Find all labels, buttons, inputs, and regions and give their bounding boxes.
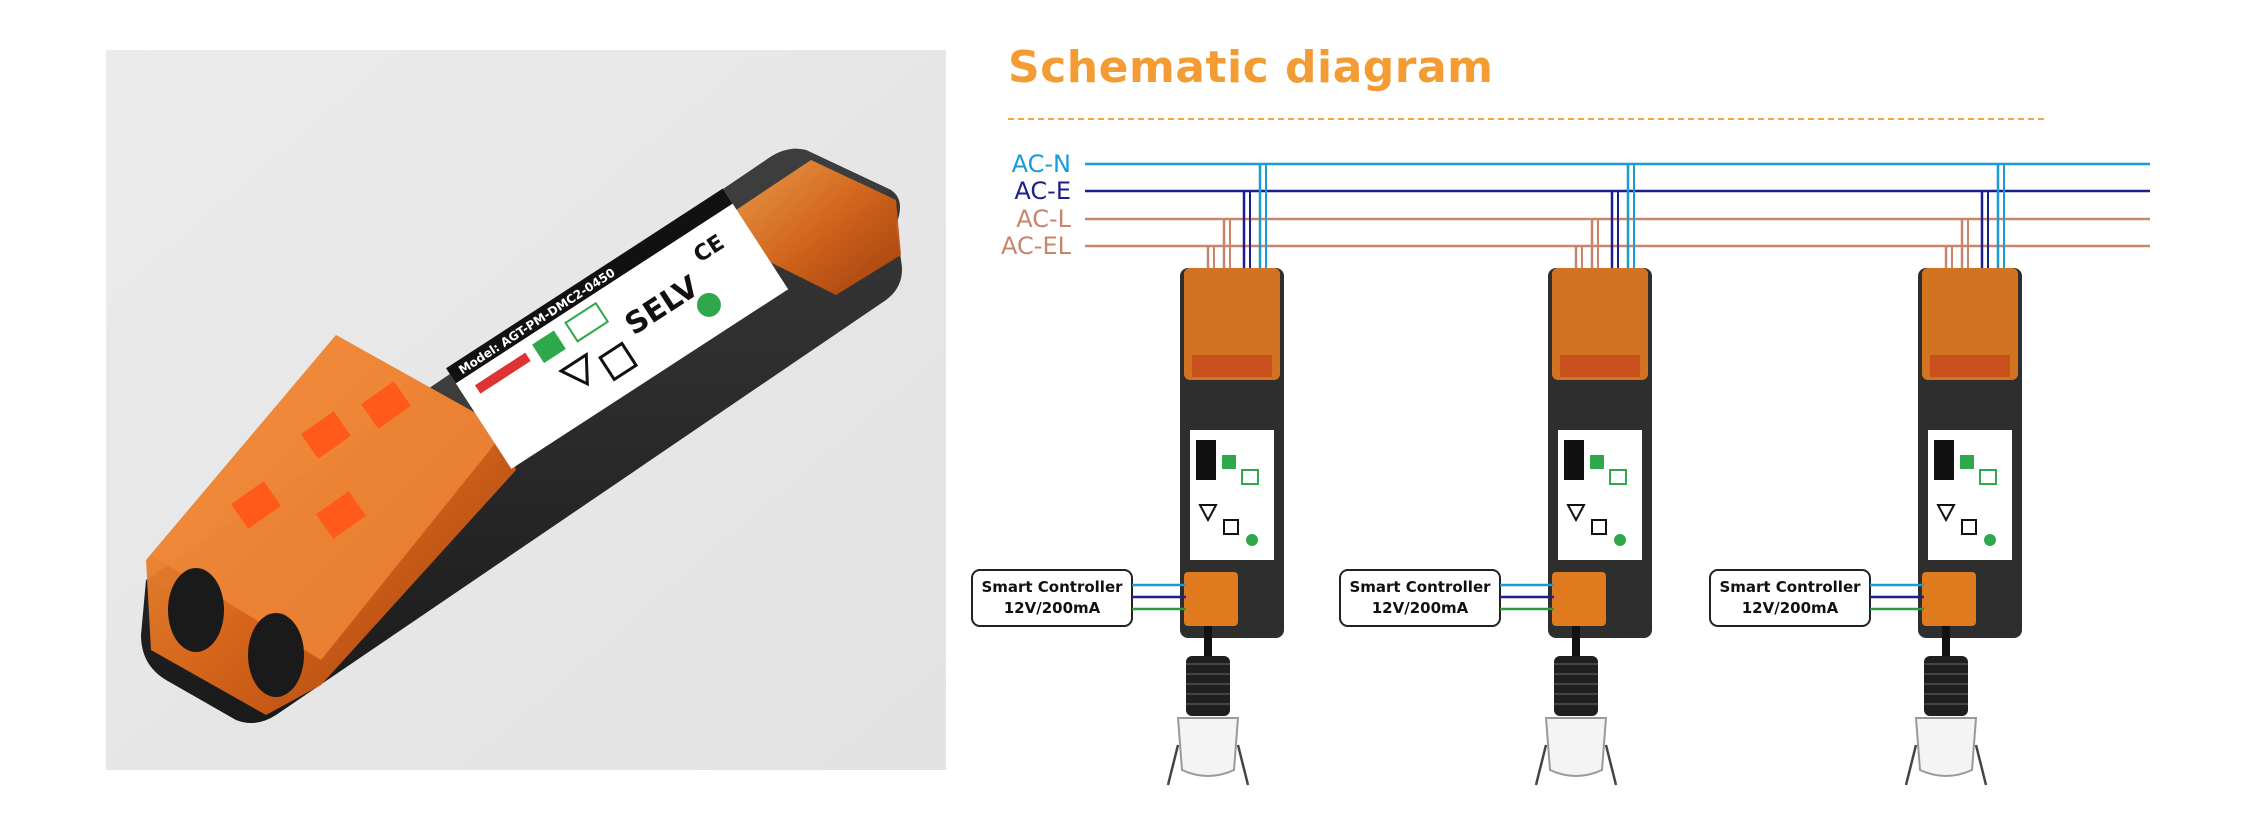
- terminal-lever-3: [316, 491, 366, 539]
- label-triangle-icon: [558, 352, 589, 387]
- label-badge-outline: [564, 301, 610, 343]
- downlight-heatsink-2: [1554, 656, 1598, 716]
- downlight-heatsink-3: [1924, 656, 1968, 716]
- smart-controller-name-1: Smart Controller: [981, 578, 1123, 596]
- driver-label-badge-2: [1590, 455, 1604, 469]
- driver-label-class-icon-2: [1591, 519, 1607, 535]
- driver-label-badge-outline-2: [1609, 469, 1627, 485]
- driver-label-leaf-icon-1: [1246, 534, 1258, 546]
- driver-output-terminal-1: [1184, 572, 1238, 626]
- driver-label-barcode-3: [1934, 440, 1954, 480]
- driver-output-terminal-3: [1922, 572, 1976, 626]
- driver-input-terminal-1: [1184, 268, 1280, 380]
- downlight-cable-2: [1572, 626, 1580, 656]
- smart-controller-rating-1: 12V/200mA: [1004, 599, 1101, 617]
- diagram-title: Schematic diagram: [1008, 42, 1494, 93]
- downlight-cable-3: [1942, 626, 1950, 656]
- driver-label-barcode-2: [1564, 440, 1584, 480]
- label-square-icon: [598, 341, 639, 382]
- driver-label-badge-1: [1222, 455, 1236, 469]
- driver-output-terminal-2: [1552, 572, 1606, 626]
- title-divider: [1008, 118, 2044, 120]
- wire-hole-2: [248, 613, 304, 697]
- driver-label-leaf-icon-3: [1984, 534, 1996, 546]
- label-red-strip: [474, 352, 531, 394]
- terminal-lever-4: [231, 481, 281, 529]
- driver-label-warning-icon-2: [1566, 504, 1586, 523]
- downlight-trim-1: [1176, 717, 1240, 777]
- bus-label-ac-e: AC-E: [1014, 177, 1071, 205]
- driver-label-leaf-icon-2: [1614, 534, 1626, 546]
- downlight-spring-right-3: [1974, 744, 1988, 786]
- driver-terminal-levers-3: [1930, 355, 2010, 377]
- downlight-spring-right-1: [1236, 744, 1250, 786]
- downlight-heatsink-1: [1186, 656, 1230, 716]
- smart-controller-rating-3: 12V/200mA: [1742, 599, 1839, 617]
- smart-controller-rating-2: 12V/200mA: [1372, 599, 1469, 617]
- bus-label-ac-l: AC-L: [1016, 205, 1071, 233]
- downlight-trim-2: [1544, 717, 1608, 777]
- bus-label-ac-n: AC-N: [1012, 150, 1071, 178]
- label-background: [446, 188, 789, 469]
- downlight-spring-left-3: [1904, 744, 1918, 786]
- driver-input-terminal-3: [1922, 268, 2018, 380]
- downlight-cable-1: [1204, 626, 1212, 656]
- driver-terminal-right: [736, 160, 901, 295]
- driver-label-badge-3: [1960, 455, 1974, 469]
- terminal-top-face: [151, 335, 506, 660]
- downlight-spring-left-1: [1166, 744, 1180, 786]
- label-leaf-icon: [696, 292, 721, 317]
- wire-hole-1: [168, 568, 224, 652]
- smart-controller-name-3: Smart Controller: [1719, 578, 1861, 596]
- label-badge-green: [532, 330, 566, 364]
- driver-label-warning-icon-3: [1936, 504, 1956, 523]
- driver-label-barcode-1: [1196, 440, 1216, 480]
- driver-label-warning-icon-1: [1198, 504, 1218, 523]
- driver-terminal-levers-1: [1192, 355, 1272, 377]
- driver-terminal-levers-2: [1560, 355, 1640, 377]
- downlight-spring-right-2: [1604, 744, 1618, 786]
- terminal-lever-1: [301, 411, 351, 459]
- driver-label-badge-outline-1: [1241, 469, 1259, 485]
- product-photo: Model: AGT-PM-DMC2-0450 SELV CE: [106, 50, 946, 770]
- terminal-lever-2: [361, 381, 411, 429]
- downlight-trim-3: [1914, 717, 1978, 777]
- downlight-spring-left-2: [1534, 744, 1548, 786]
- driver-label-badge-outline-3: [1979, 469, 1997, 485]
- bus-label-ac-el: AC-EL: [1001, 232, 1072, 260]
- smart-controller-name-2: Smart Controller: [1349, 578, 1491, 596]
- driver-label-class-icon-1: [1223, 519, 1239, 535]
- driver-label-class-icon-3: [1961, 519, 1977, 535]
- driver-input-terminal-2: [1552, 268, 1648, 380]
- label-header: [446, 188, 733, 384]
